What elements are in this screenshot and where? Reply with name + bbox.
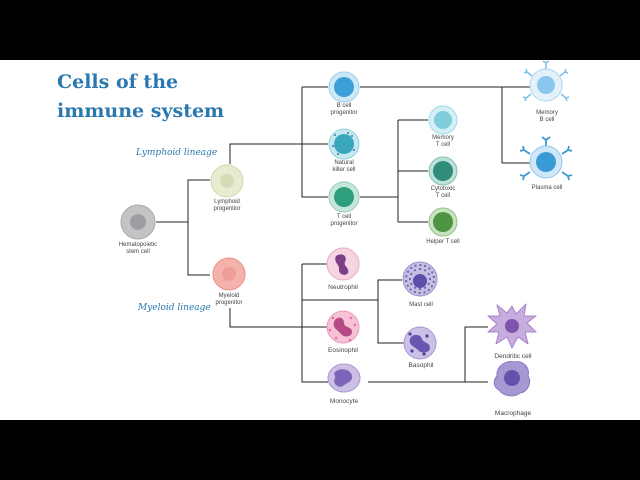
mast-granule bbox=[431, 271, 434, 274]
label-neutrophil: Neutrophil bbox=[328, 284, 358, 291]
label-myeloid-progenitor: Myeloid progenitor bbox=[215, 293, 243, 306]
label-cytotoxic-t-cell: Cytotoxic T cell bbox=[430, 186, 456, 199]
basophil-cell bbox=[403, 326, 437, 360]
connector-lymphoid-trunk bbox=[301, 87, 328, 198]
mast-granule bbox=[423, 286, 427, 289]
connector-lines bbox=[156, 86, 530, 383]
memory-t-cell bbox=[428, 105, 458, 135]
mast-granule bbox=[407, 270, 410, 273]
mast-granule bbox=[432, 280, 435, 283]
t-cell-progenitor-cell bbox=[328, 181, 360, 213]
mast-granule bbox=[414, 264, 417, 267]
mast-granule bbox=[418, 287, 422, 291]
lymphoid-lineage-label: Lymphoid lineage bbox=[136, 148, 218, 158]
mast-granule bbox=[419, 263, 422, 267]
eosinophil-cell bbox=[326, 310, 360, 344]
mast-granule bbox=[432, 275, 435, 278]
mast-granule bbox=[430, 285, 433, 288]
label-helper-t-cell: Helper T cell bbox=[426, 239, 460, 245]
mast-granule bbox=[428, 267, 431, 270]
cytotoxic-t-cell bbox=[428, 156, 458, 186]
mast-granule bbox=[410, 266, 413, 270]
mast-granule bbox=[423, 291, 426, 294]
connector-hsc-branch bbox=[156, 179, 210, 223]
label-mast-cell: Mast cell bbox=[409, 302, 433, 308]
myeloid-lineage-label: Myeloid lineage bbox=[138, 303, 211, 313]
connector-monocyte-branch bbox=[368, 326, 488, 383]
mast-granule bbox=[406, 284, 409, 287]
mast-granule bbox=[405, 275, 408, 278]
dendritic-cell bbox=[487, 303, 537, 349]
mast-granule bbox=[405, 280, 408, 283]
lymphoid-progenitor-cell bbox=[210, 164, 244, 198]
label-eosinophil: Eosinophil bbox=[328, 347, 358, 354]
helper-t-cell bbox=[428, 207, 458, 237]
mast-granule bbox=[427, 288, 430, 292]
title-line-1: Cells of the bbox=[57, 71, 179, 93]
memory-b-cell bbox=[522, 60, 570, 102]
connector-to-basophil bbox=[377, 300, 404, 344]
b-cell-progenitor-cell bbox=[328, 71, 360, 103]
monocyte-cell bbox=[327, 363, 361, 393]
mast-granule bbox=[409, 288, 412, 291]
label-dendritic-cell: Dendritic cell bbox=[494, 353, 532, 360]
label-lymphoid-progenitor: Lymphoid progenitor bbox=[213, 199, 241, 212]
label-macrophage: Macrophage bbox=[494, 410, 532, 417]
label-t-cell-progenitor: T cell progenitor bbox=[330, 214, 358, 227]
mast-granule bbox=[413, 269, 417, 272]
slide: Cells of the immune system Lymphoid line… bbox=[0, 60, 640, 420]
mast-granule bbox=[413, 286, 417, 289]
mast-granule bbox=[424, 264, 427, 268]
mast-granule bbox=[418, 267, 422, 271]
mast-granule bbox=[423, 269, 427, 272]
macrophage-cell bbox=[493, 361, 531, 397]
title-line-2: immune system bbox=[57, 100, 225, 122]
connector-hsc-myeloid bbox=[187, 222, 210, 276]
mast-granule bbox=[418, 291, 421, 295]
connector-lymphoid-up bbox=[229, 143, 302, 164]
natural-killer-cell bbox=[328, 128, 360, 160]
mast-granule bbox=[428, 277, 432, 281]
connector-myeloid-trunk bbox=[301, 264, 328, 383]
mast-granule bbox=[427, 272, 430, 276]
label-plasma-cell: Plasma cell bbox=[531, 185, 563, 191]
label-basophil: Basophil bbox=[408, 362, 434, 369]
connector-granulocyte-branch bbox=[302, 279, 402, 301]
page-title: Cells of the immune system bbox=[57, 68, 224, 126]
mast-granule bbox=[408, 277, 412, 281]
label-monocyte: Monocyte bbox=[329, 398, 359, 405]
neutrophil-cell bbox=[326, 247, 360, 281]
mast-granule bbox=[427, 282, 430, 286]
mast-granule bbox=[410, 272, 413, 276]
label-b-cell-progenitor: B cell progenitor bbox=[330, 103, 358, 116]
connector-myeloid-down bbox=[229, 308, 302, 328]
lineage-diagram bbox=[120, 60, 573, 397]
mast-granule bbox=[413, 290, 416, 294]
label-memory-t-cell: Memory T cell bbox=[432, 135, 454, 148]
label-memory-b-cell: Memory B cell bbox=[536, 110, 558, 123]
hematopoietic-stem-cell bbox=[120, 204, 156, 240]
connector-b-to-memory-plasma bbox=[360, 86, 530, 164]
label-natural-killer-cell: Natural killer cell bbox=[332, 160, 356, 173]
label-hematopoietic-stem-cell: Hematopoietic stem cell bbox=[118, 242, 158, 255]
plasma-cell bbox=[519, 136, 573, 181]
mast-cell bbox=[402, 261, 438, 297]
mast-granule bbox=[410, 282, 413, 286]
myeloid-progenitor-cell bbox=[212, 257, 246, 291]
